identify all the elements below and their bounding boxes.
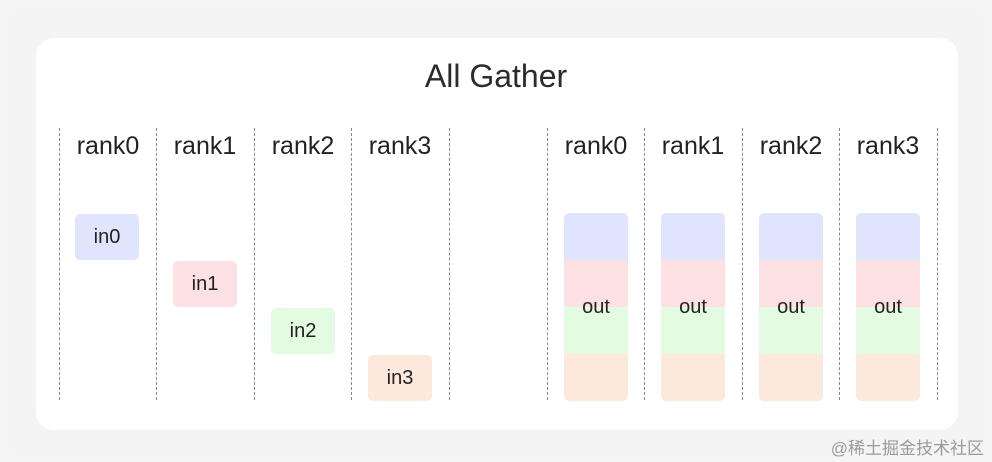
input-rank-label: rank1 xyxy=(173,132,237,160)
input-buffer: in1 xyxy=(173,261,237,307)
output-label: out xyxy=(582,295,610,318)
output-rank-label: rank0 xyxy=(564,132,628,160)
output-segment xyxy=(759,307,823,354)
input-rank-label: rank2 xyxy=(271,132,335,160)
output-buffer: out xyxy=(661,213,725,401)
output-rank-label: rank3 xyxy=(856,132,920,160)
rank-divider xyxy=(644,128,645,400)
output-segment xyxy=(564,213,628,260)
output-segment xyxy=(564,307,628,354)
output-segment xyxy=(564,260,628,307)
output-label: out xyxy=(777,295,805,318)
output-rank-label: rank2 xyxy=(759,132,823,160)
output-segment xyxy=(856,260,920,307)
rank-divider xyxy=(839,128,840,400)
rank-divider xyxy=(742,128,743,400)
output-segment xyxy=(856,213,920,260)
output-label: out xyxy=(679,295,707,318)
output-segment xyxy=(759,213,823,260)
output-label: out xyxy=(874,295,902,318)
output-buffer: out xyxy=(759,213,823,401)
output-segment xyxy=(661,260,725,307)
output-segment xyxy=(856,354,920,401)
output-segment xyxy=(661,354,725,401)
rank-divider xyxy=(59,128,60,400)
output-segment xyxy=(759,260,823,307)
input-rank-label: rank3 xyxy=(368,132,432,160)
output-segment xyxy=(661,307,725,354)
input-buffer: in0 xyxy=(75,214,139,260)
output-buffer: out xyxy=(856,213,920,401)
rank-divider xyxy=(254,128,255,400)
input-rank-label: rank0 xyxy=(76,132,140,160)
watermark: @稀土掘金技术社区 xyxy=(830,439,984,458)
input-buffer: in3 xyxy=(368,355,432,401)
rank-divider xyxy=(351,128,352,400)
output-segment xyxy=(759,354,823,401)
output-segment xyxy=(661,213,725,260)
output-segment xyxy=(856,307,920,354)
rank-divider xyxy=(547,128,548,400)
rank-divider xyxy=(937,128,938,400)
output-rank-label: rank1 xyxy=(661,132,725,160)
output-buffer: out xyxy=(564,213,628,401)
output-segment xyxy=(564,354,628,401)
rank-divider xyxy=(449,128,450,400)
input-buffer: in2 xyxy=(271,308,335,354)
diagram-title: All Gather xyxy=(424,58,568,94)
rank-divider xyxy=(156,128,157,400)
